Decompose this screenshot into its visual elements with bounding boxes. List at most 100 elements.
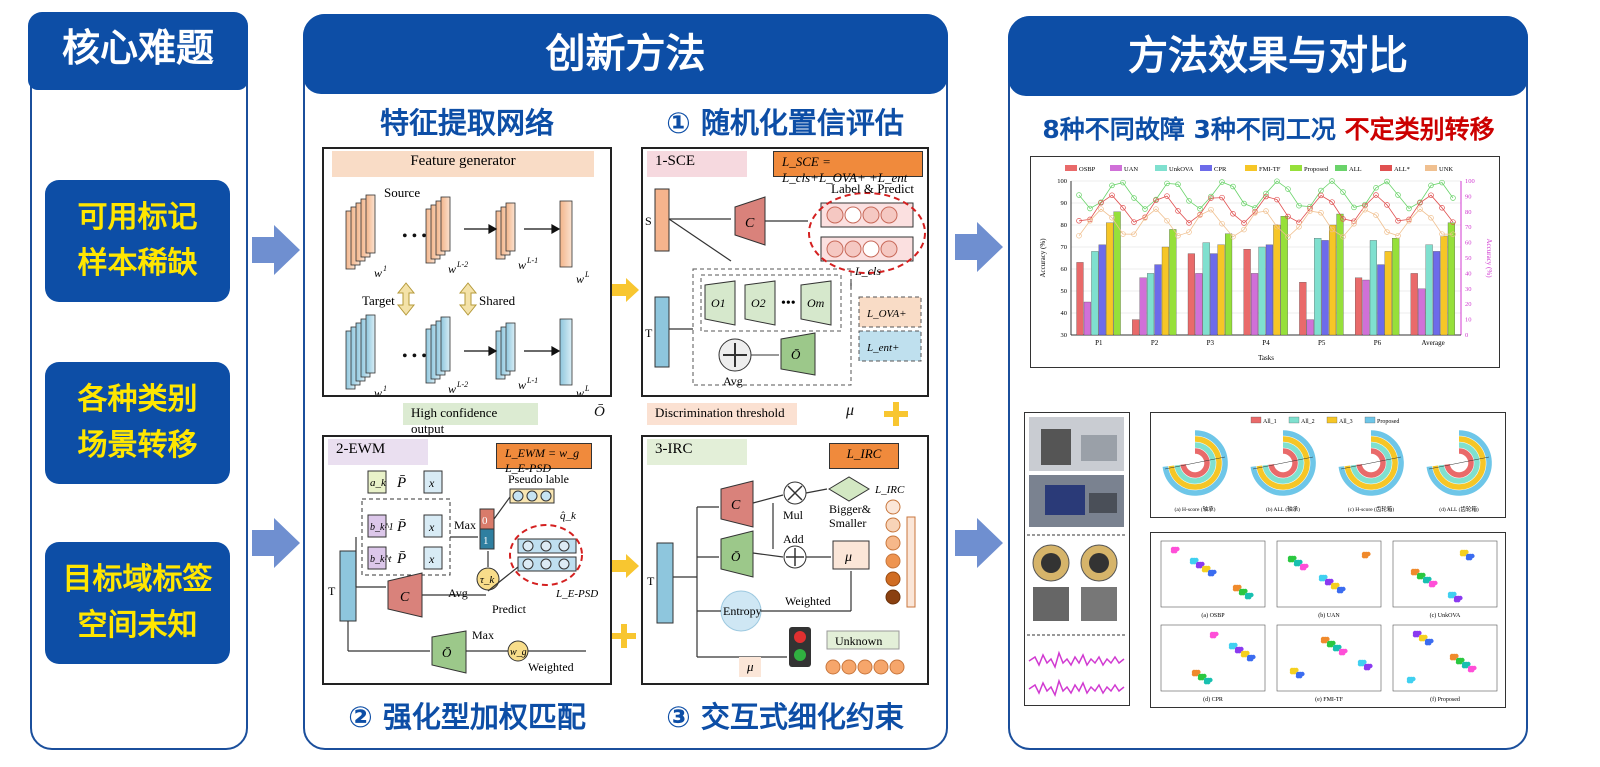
right-subtitle: 8种不同故障 3种不同工况 不定类别转移 [1016,110,1521,146]
sce-box: 1-SCE L_SCE = L_cls+L_OVA+ +L_ent Label … [641,147,929,397]
bar [1250,273,1259,336]
equipment-photos-frame [1024,412,1130,706]
line-marker [1186,229,1192,235]
x-tick-label: Average [1422,339,1445,347]
svg-text:1: 1 [383,264,387,273]
tsne-point [1292,670,1297,675]
w4-label: w [576,272,584,286]
radar-legend-swatch [1250,416,1262,424]
tsne-point [1204,568,1209,573]
tsne-point [1425,579,1430,584]
bar [1106,222,1114,336]
bar [1314,238,1322,336]
arrow-right-icon [252,518,300,568]
line-marker [1274,223,1280,230]
tsne-point [1206,680,1211,685]
svg-text:Weighted: Weighted [528,660,574,674]
svg-text:Ō: Ō [731,549,741,564]
y2-tick-label: 20 [1465,301,1472,308]
radar-ring [1250,430,1316,496]
tsne-point [1323,639,1328,644]
line-marker [1373,192,1379,198]
svg-text:P̄: P̄ [396,551,406,567]
tsne-point [1298,674,1303,679]
line-marker [1219,194,1225,201]
tsne-point [1231,645,1236,650]
y2-tick-label: 100 [1465,178,1475,185]
yellow-arrow-icon [612,554,639,578]
line-marker [1340,189,1346,195]
line-marker [1373,212,1379,218]
y2-tick-label: 90 [1465,193,1472,200]
line-marker [1340,233,1346,240]
x-tick-label: P2 [1151,339,1159,347]
tsne-point [1450,594,1455,599]
line-marker [1351,204,1357,211]
svg-text:Unknown: Unknown [835,634,882,648]
radar-legend-swatch [1326,416,1338,424]
y2-tick-label: 10 [1465,317,1472,324]
irc-mu-tag: μ [739,657,761,677]
problem-unknown-label-space: 目标域标签 空间未知 [45,542,230,664]
line-marker [1406,216,1412,223]
line-series [1078,194,1454,224]
svg-text:Avg: Avg [723,374,743,388]
irc-box: 3-IRC L_IRC [641,435,929,685]
w4-label-target: w [576,386,584,395]
tsne-point [1200,676,1205,681]
bar [1154,264,1162,336]
bar [1273,224,1281,336]
line-marker [1428,182,1434,189]
bar [1418,288,1426,336]
legend-label: Proposed [1304,166,1329,173]
line-marker [1274,178,1280,184]
svg-text:b_k^t: b_k^t [370,554,392,565]
y2-tick-label: 80 [1465,209,1472,216]
bar [1113,211,1121,336]
svg-text:Mul: Mul [783,508,804,522]
discrimination-threshold: Discrimination threshold [647,403,797,425]
line-marker [1120,231,1126,237]
tsne-point [1409,679,1414,684]
line-marker [1241,226,1247,233]
ewm-box: 2-EWM L_EWM = w_g L_E-PSD a_k [322,435,612,685]
line-marker [1164,193,1170,199]
tsne-point [1462,552,1467,557]
legend-swatch [1245,165,1257,171]
line-marker [1406,205,1412,212]
line-marker [1274,196,1280,203]
tsne-point [1452,656,1457,661]
svg-text:Predict: Predict [492,602,527,616]
legend-swatch [1290,165,1302,171]
line-marker [1285,213,1291,220]
line-marker [1329,199,1335,205]
bar [1195,273,1203,336]
line-marker [1384,202,1390,208]
tsne-caption: (b) UAN [1318,612,1340,619]
shared-label: Shared [479,293,516,308]
line-marker [1098,206,1104,212]
tsne-caption: (a) OSBP [1201,612,1225,619]
line-marker [1109,215,1115,221]
line-marker [1241,200,1247,207]
bar [1217,244,1225,336]
bar [1440,235,1448,336]
svg-text:μ: μ [844,550,852,565]
svg-text:Om: Om [807,296,825,310]
line-marker [1109,192,1115,198]
y-axis-label: Accuracy (%) [1039,238,1047,278]
tsne-point [1427,641,1432,646]
line-marker [1417,206,1423,212]
x-tick-label: P5 [1318,339,1326,347]
svg-text:• • •: • • • [402,228,427,245]
line-marker [1087,216,1093,223]
radar-axis [1340,456,1402,470]
radar-caption: (b) ALL (轴承) [1266,505,1300,513]
y-tick-label: 70 [1061,244,1068,251]
y2-tick-label: 60 [1465,240,1472,247]
tsne-point [1247,595,1252,600]
bar [1098,244,1106,336]
sce-title: ① 随机化置信评估 [666,106,904,140]
line-marker [1153,206,1159,212]
